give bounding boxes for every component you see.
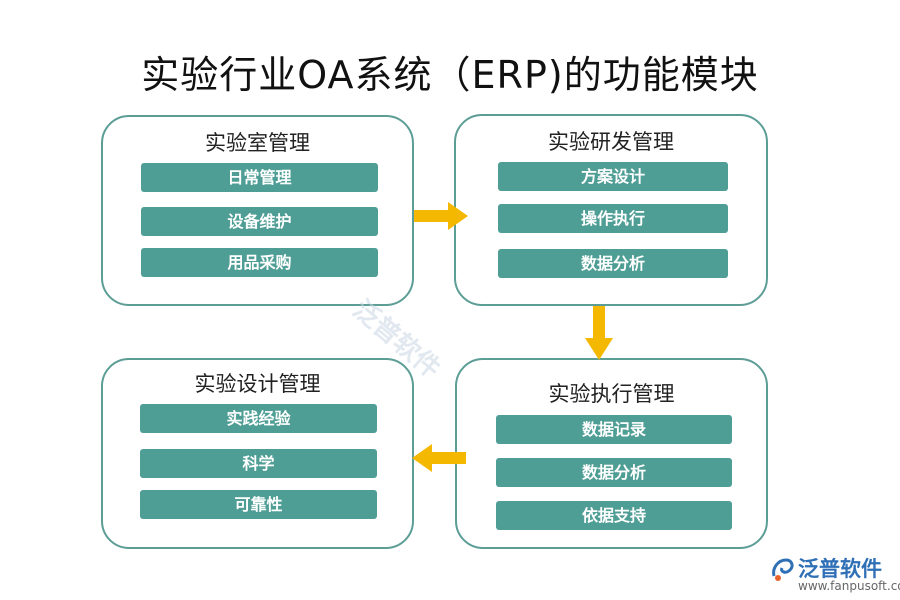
module-title: 实验设计管理 <box>194 372 321 396</box>
module-item: 用品采购 <box>141 248 378 277</box>
module-rd-management: 实验研发管理 方案设计 操作执行 数据分析 <box>454 114 768 306</box>
module-item: 数据记录 <box>496 415 732 444</box>
module-item: 科学 <box>140 449 377 478</box>
module-item: 设备维护 <box>141 207 378 236</box>
module-item: 可靠性 <box>140 490 377 519</box>
module-title: 实验执行管理 <box>548 382 675 406</box>
brand-logo: 泛普软件 www.fanpusoft.com <box>768 553 900 597</box>
module-item: 操作执行 <box>498 204 728 233</box>
page-title: 实验行业OA系统（ERP)的功能模块 <box>141 53 759 97</box>
module-item: 数据分析 <box>496 458 732 487</box>
logo-icon <box>772 558 794 581</box>
logo-url: www.fanpusoft.com <box>798 579 900 593</box>
module-title: 实验室管理 <box>205 131 310 155</box>
module-item: 方案设计 <box>498 162 728 191</box>
module-title: 实验研发管理 <box>548 130 674 154</box>
module-item: 日常管理 <box>141 163 378 192</box>
module-design-management: 实验设计管理 实践经验 科学 可靠性 <box>101 358 414 549</box>
module-item: 数据分析 <box>498 249 728 278</box>
logo-name: 泛普软件 <box>798 557 882 581</box>
arrow-left-icon <box>412 444 466 472</box>
module-item: 实践经验 <box>140 404 377 433</box>
module-lab-management: 实验室管理 日常管理 设备维护 用品采购 <box>101 115 414 306</box>
arrow-right-icon <box>414 202 468 230</box>
module-item: 依据支持 <box>496 501 732 530</box>
arrow-down-icon <box>585 306 613 360</box>
module-execution-management: 实验执行管理 数据记录 数据分析 依据支持 <box>455 358 768 549</box>
